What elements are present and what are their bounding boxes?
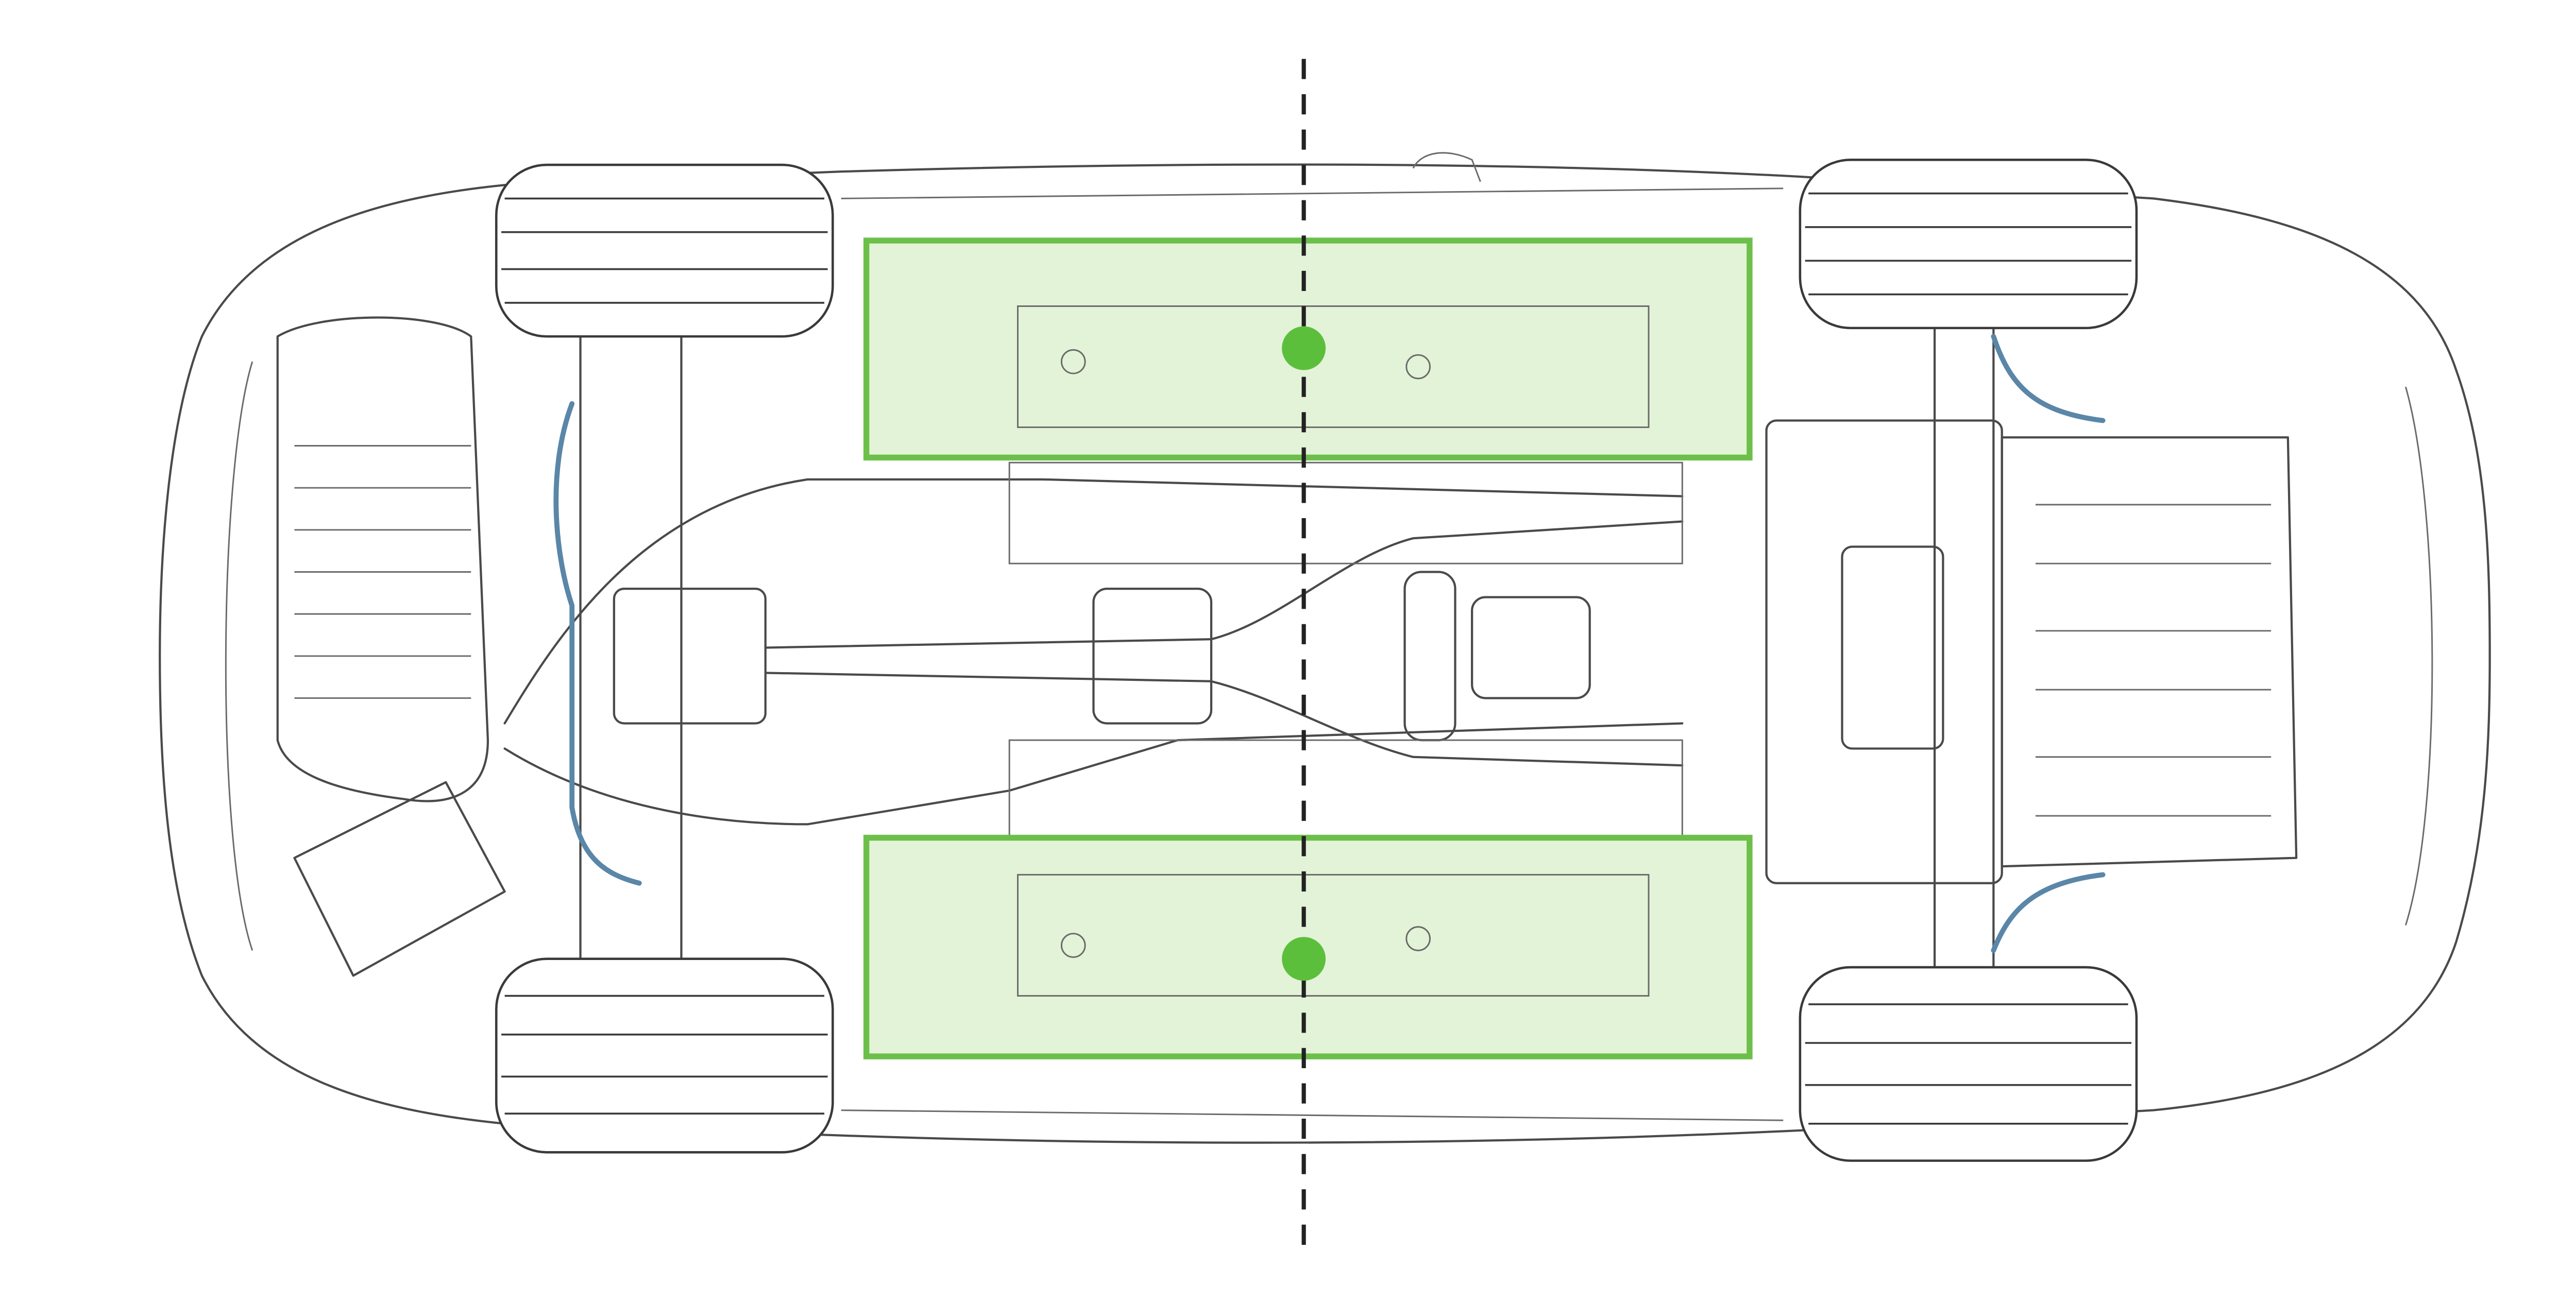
brake-lines: [553, 334, 2106, 953]
car-body-outline: [159, 152, 2491, 1144]
tire-front-right: [1799, 966, 2138, 1162]
tire-rear-left: [495, 163, 834, 338]
tire-rear-right: [495, 957, 834, 1154]
lift-point-left: [1282, 326, 1326, 370]
tire-front-left: [1799, 158, 2138, 330]
lift-point-right: [1282, 937, 1326, 981]
